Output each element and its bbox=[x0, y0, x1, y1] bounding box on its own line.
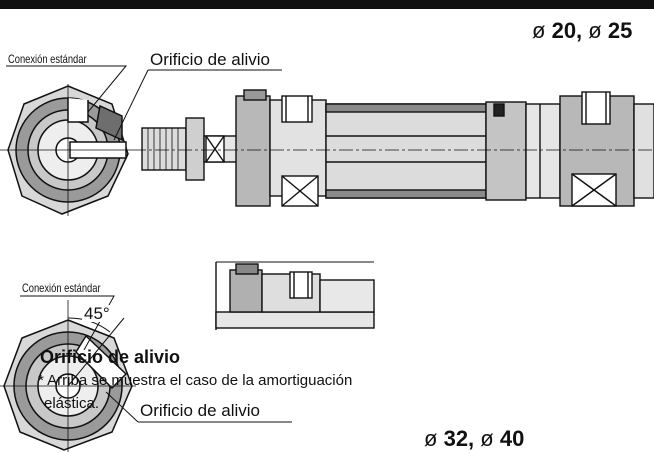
cushion-note-line-2: elástica. bbox=[44, 395, 100, 412]
cushion-note-line-1: * Arriba se muestra el caso de la amorti… bbox=[38, 372, 353, 389]
size-label-bottom: ø 32, ø 40 bbox=[424, 428, 524, 450]
size-prefix-25: ø bbox=[588, 18, 602, 43]
size-prefix-32: ø bbox=[424, 426, 438, 451]
partial-section-view bbox=[215, 261, 375, 330]
size-prefix-40: ø bbox=[480, 426, 494, 451]
relief-port-label-bottom: Orificio de alivio bbox=[140, 401, 260, 420]
top-band bbox=[0, 0, 654, 9]
end-view-bottom bbox=[0, 300, 136, 452]
size-value-20: 20, bbox=[551, 18, 583, 43]
relief-port-label-top: Orificio de alivio bbox=[150, 50, 270, 69]
leaders-bottom bbox=[20, 295, 292, 423]
size-value-40: 40 bbox=[499, 426, 525, 451]
cylinder-side-view bbox=[132, 89, 654, 207]
size-value-25: 25 bbox=[607, 18, 633, 43]
end-view-top bbox=[0, 84, 132, 216]
size-value-32: 32, bbox=[443, 426, 475, 451]
size-label-top: ø 20, ø 25 bbox=[532, 20, 632, 42]
relief-port-heading: Orificio de alivio bbox=[40, 347, 181, 367]
angle-label: 45° bbox=[82, 304, 112, 323]
size-prefix-20: ø bbox=[532, 18, 546, 43]
standard-port-label-bottom: Conexión estándar bbox=[22, 281, 101, 295]
leaders-top bbox=[6, 65, 282, 141]
standard-port-label-top: Conexión estándar bbox=[8, 52, 87, 66]
